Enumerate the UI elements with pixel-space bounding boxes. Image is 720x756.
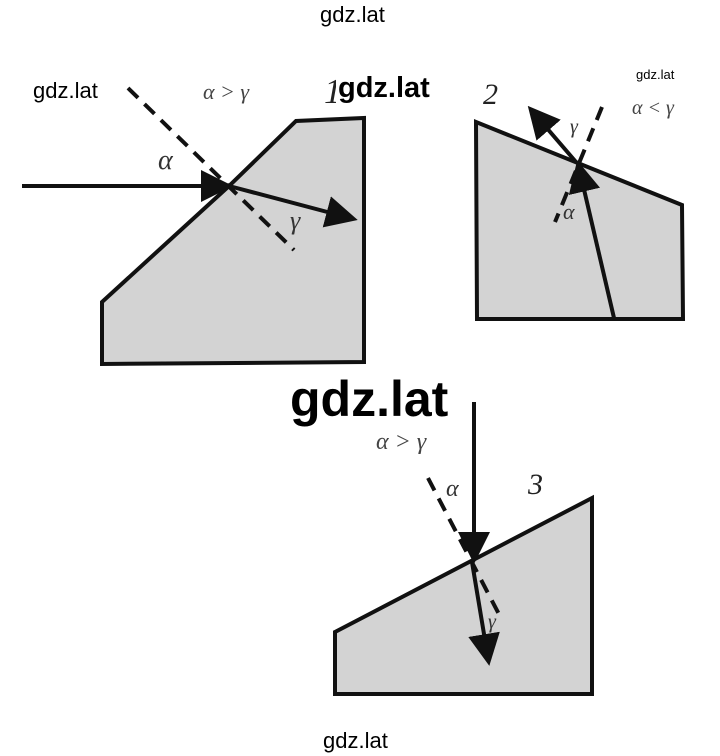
watermark-bottom: gdz.lat	[323, 728, 388, 753]
watermark-top: gdz.lat	[320, 2, 385, 27]
figure-2-incident-ray	[568, 160, 616, 319]
figure-1-normal-line	[126, 86, 296, 252]
watermark-left: gdz.lat	[33, 78, 98, 103]
figure-2-refracted-ray	[527, 105, 578, 164]
figure-2-prism	[473, 119, 686, 321]
figure-3-prism	[333, 494, 594, 696]
watermark-center: gdz.lat	[286, 370, 453, 428]
watermark-small: gdz.lat	[636, 67, 675, 82]
figure-3-refracted-ray	[468, 561, 500, 666]
figure-1-gamma-label: γ	[290, 206, 301, 235]
figure-1-refracted-ray	[228, 184, 358, 228]
figure-2-gamma-label: γ	[570, 116, 579, 138]
watermark-figure-1: gdz.lat	[336, 72, 432, 105]
figure-1-prism	[100, 115, 366, 367]
figure-2: 2 α < γ γ α	[473, 78, 686, 321]
figure-3-relation: α > γ	[376, 429, 427, 455]
figure-3-gamma-label: γ	[488, 611, 497, 633]
figure-2-relation: α < γ	[632, 97, 675, 119]
figure-3-number: 3	[527, 468, 543, 501]
figure-2-number: 2	[483, 78, 498, 111]
figure-1-alpha-label: α	[158, 145, 174, 176]
figure-1-relation: α > γ	[203, 79, 250, 104]
figure-3-alpha-label: α	[446, 476, 459, 502]
figure-3: 3 α > γ α γ	[333, 402, 594, 696]
figure-2-alpha-label: α	[563, 199, 575, 224]
figure-1: 1 α > γ α γ	[22, 71, 366, 367]
figure-2-normal-line	[553, 106, 604, 223]
